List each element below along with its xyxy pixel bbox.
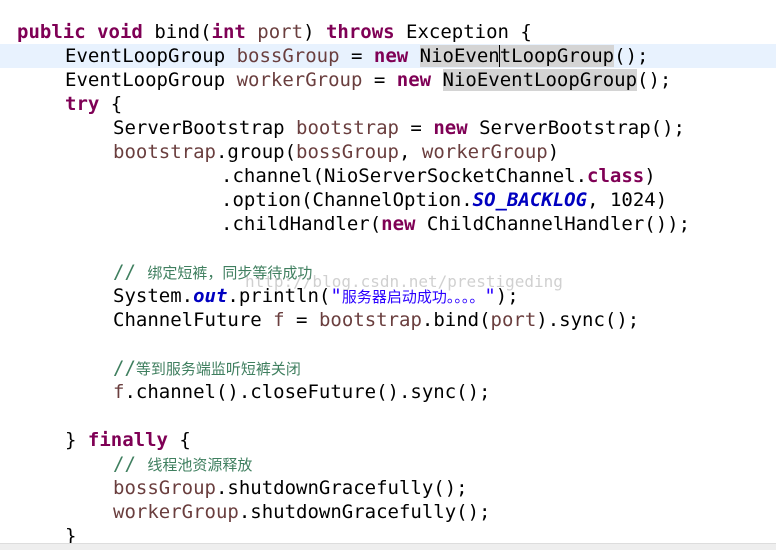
code-line-4[interactable]: try { [0, 92, 776, 116]
code-text: ); [495, 285, 519, 307]
keyword: try [65, 93, 100, 115]
occurrence-highlight: NioEven [419, 45, 500, 67]
code-text: .option(ChannelOption. [221, 189, 473, 211]
keyword: throws [325, 21, 395, 43]
code-text: ) [547, 141, 560, 163]
variable: bootstrap [296, 117, 399, 139]
code-line-13[interactable]: ChannelFuture f = bootstrap.bind(port).s… [0, 308, 776, 332]
keyword: new [381, 213, 416, 235]
code-line-22[interactable]: } [0, 524, 776, 548]
code-text: = [398, 117, 434, 139]
code-line-5[interactable]: ServerBootstrap bootstrap = new ServerBo… [0, 116, 776, 140]
comment-text: 线程池资源释放 [147, 456, 253, 474]
type-name: ChannelFuture [113, 309, 274, 331]
code-line-19-comment[interactable]: // 线程池资源释放 [0, 452, 776, 476]
code-text: , [398, 141, 422, 163]
keyword: public [17, 21, 86, 43]
static-field: SO_BACKLOG [472, 189, 588, 211]
variable: bossGroup [113, 477, 216, 499]
code-line-6[interactable]: bootstrap.group(bossGroup, workerGroup) [0, 140, 776, 164]
keyword: new [396, 69, 432, 91]
code-text: (); [637, 69, 672, 91]
code-line-2-current[interactable]: EventLoopGroup bossGroup = new NioEventL… [0, 44, 776, 68]
code-text: = [284, 309, 319, 331]
code-line-3[interactable]: EventLoopGroup workerGroup = new NioEven… [0, 68, 776, 92]
variable: bootstrap [318, 309, 422, 331]
type-name: EventLoopGroup [65, 69, 237, 91]
string-literal-quote: " [330, 285, 342, 307]
text-cursor: tLoopGroup [498, 45, 615, 67]
variable: f [113, 381, 125, 403]
comment-slashes: // [113, 453, 148, 475]
variable: workerGroup [236, 69, 363, 91]
keyword: int [211, 21, 246, 43]
code-text: .shutdownGracefully(); [215, 477, 468, 499]
code-text: System. [113, 285, 194, 307]
keyword: void [97, 21, 143, 43]
occurrence-highlight: NioEventLoopGroup [442, 69, 638, 91]
code-text: = [362, 69, 397, 91]
method-name: bind( [154, 21, 212, 43]
code-line-11-comment[interactable]: // 绑定短裤，同步等待成功 [0, 260, 776, 284]
comment-text: 等到服务端监听短裤关闭 [135, 360, 301, 378]
keyword: new [373, 45, 409, 67]
variable: bossGroup [296, 141, 399, 163]
comment-slashes: // [113, 261, 148, 283]
code-text: .channel(NioServerSocketChannel. [221, 165, 588, 187]
variable: f [273, 309, 285, 331]
code-text: { [167, 429, 191, 451]
variable: workerGroup [113, 501, 239, 523]
code-line-7[interactable]: .channel(NioServerSocketChannel.class) [0, 164, 776, 188]
code-text: .childHandler( [221, 213, 382, 235]
string-literal-text: 服务器启动成功。。。。 [341, 288, 485, 306]
comment-text: 绑定短裤，同步等待成功 [147, 264, 313, 282]
code-line-20[interactable]: bossGroup.shutdownGracefully(); [0, 476, 776, 500]
code-text: .shutdownGracefully(); [238, 501, 491, 523]
variable: bootstrap [113, 141, 216, 163]
code-line-16[interactable]: f.channel().closeFuture().sync(); [0, 380, 776, 404]
code-text: ).sync(); [536, 309, 640, 331]
code-line-8[interactable]: .option(ChannelOption.SO_BACKLOG, 1024) [0, 188, 776, 212]
code-text: = [339, 45, 374, 67]
parameter: port [257, 21, 304, 43]
code-line-1[interactable]: public void bind(int port) throws Except… [0, 20, 776, 44]
static-field: out [193, 285, 228, 307]
code-text: ) [303, 21, 326, 43]
code-text: (); [614, 45, 649, 67]
keyword: class [587, 165, 645, 187]
code-line-9[interactable]: .childHandler(new ChildChannelHandler())… [0, 212, 776, 236]
keyword: finally [87, 429, 168, 451]
code-text: .bind( [421, 309, 491, 331]
editor-bottom-edge [0, 543, 776, 550]
type-name: ServerBootstrap [113, 117, 297, 139]
code-text: } [65, 525, 77, 547]
code-line-15-comment[interactable]: //等到服务端监听短裤关闭 [0, 356, 776, 380]
code-text: { [99, 93, 123, 115]
code-text: ServerBootstrap(); [467, 117, 685, 139]
variable: bossGroup [236, 45, 340, 67]
code-text: ChildChannelHandler()); [415, 213, 691, 235]
code-line-21[interactable]: workerGroup.shutdownGracefully(); [0, 500, 776, 524]
code-text: Exception { [394, 21, 532, 43]
comment-slashes: // [113, 357, 136, 379]
code-text: , 1024) [587, 189, 668, 211]
string-literal-quote: " [484, 285, 496, 307]
parameter: port [490, 309, 537, 331]
type-name: EventLoopGroup [65, 45, 237, 67]
code-text: ) [644, 165, 656, 187]
code-line-12[interactable]: System.out.println("服务器启动成功。。。。"); [0, 284, 776, 308]
code-text: } [65, 429, 88, 451]
code-text: .channel().closeFuture().sync(); [124, 381, 491, 403]
code-text: .group( [215, 141, 297, 163]
keyword: new [433, 117, 468, 139]
code-line-18[interactable]: } finally { [0, 428, 776, 452]
code-text: .println( [227, 285, 331, 307]
variable: workerGroup [421, 141, 548, 163]
